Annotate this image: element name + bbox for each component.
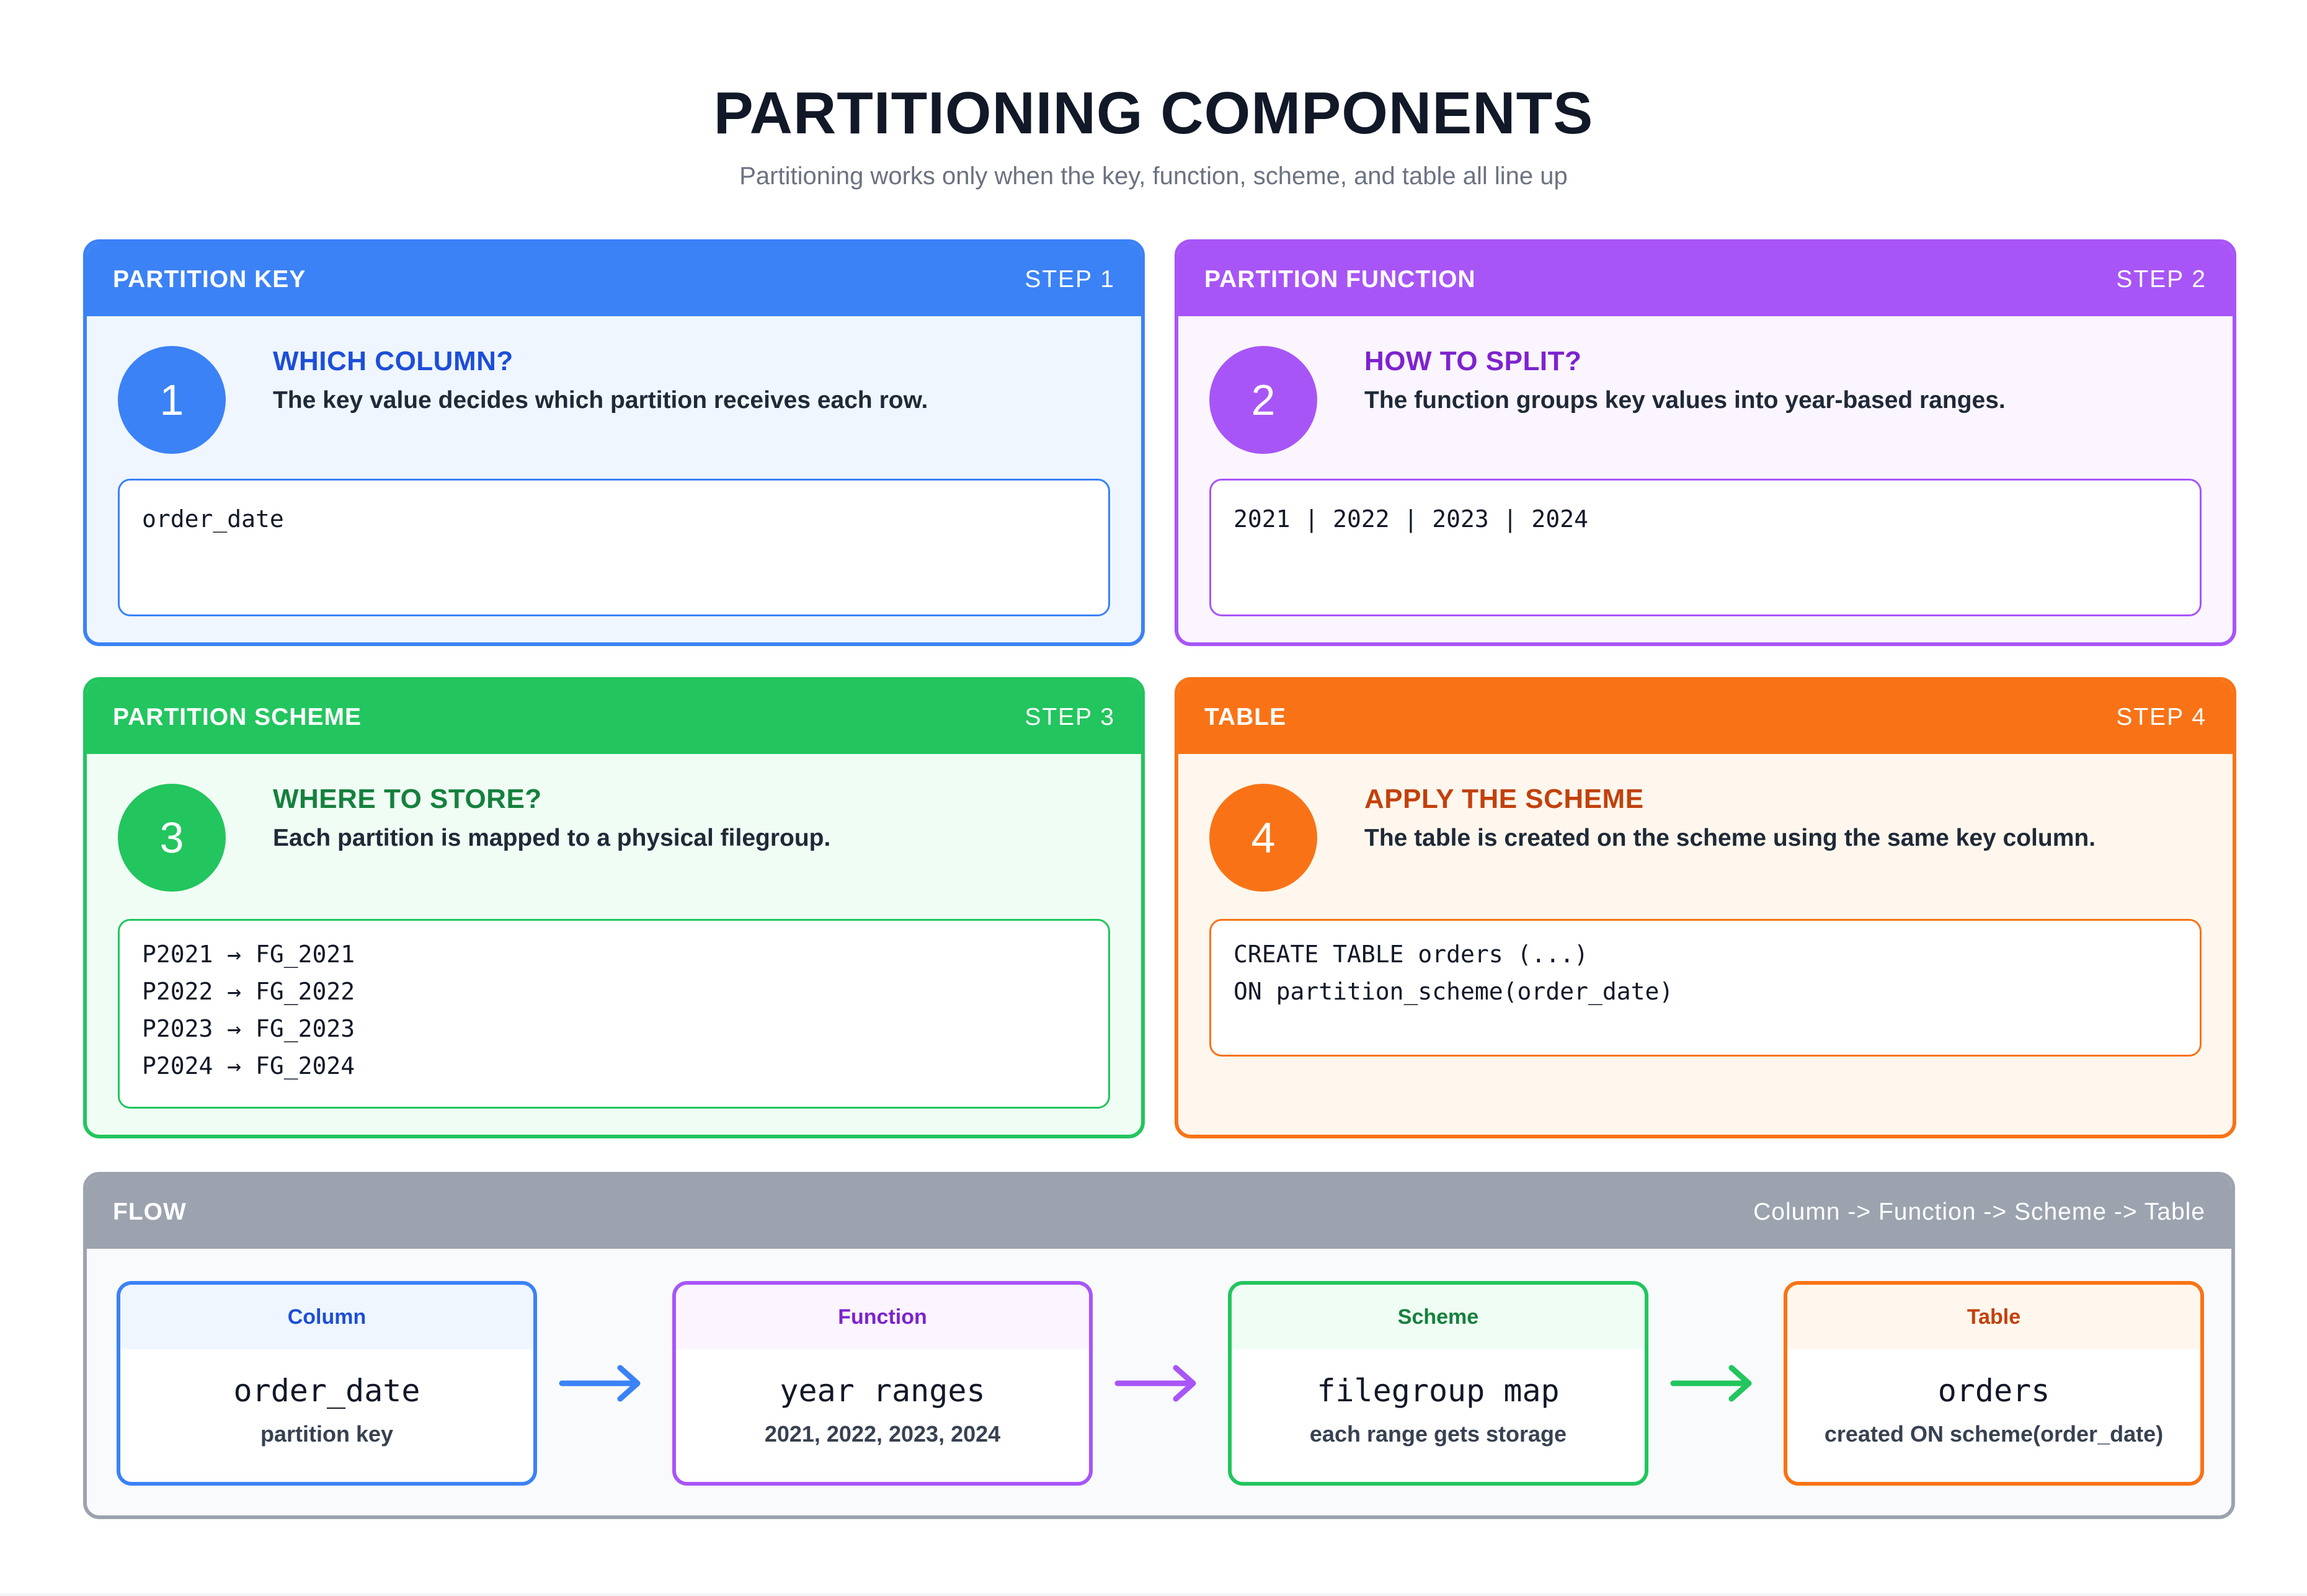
code-block: P2021 → FG_2021 P2022 → FG_2022 P2023 → … [118, 919, 1110, 1109]
flow-step-main: order_date [233, 1373, 420, 1409]
card-description: The function groups key values into year… [1364, 387, 2006, 414]
step-label: STEP 2 [2116, 266, 2207, 293]
card-question: WHICH COLUMN? [273, 346, 513, 376]
partition-scheme-card: PARTITION SCHEME STEP 3 3 WHERE TO STORE… [83, 677, 1145, 1138]
table-card: TABLE STEP 4 4 APPLY THE SCHEME The tabl… [1175, 677, 2236, 1138]
step-number-badge: 1 [118, 346, 226, 454]
step-label: STEP 3 [1025, 704, 1115, 730]
flow-header: FLOW Column -> Function -> Scheme -> Tab… [87, 1176, 2231, 1249]
page-subtitle: Partitioning works only when the key, fu… [739, 162, 1568, 190]
card-question: HOW TO SPLIT? [1364, 346, 1582, 376]
step-number-badge: 4 [1209, 784, 1317, 892]
card-header: PARTITION KEY STEP 1 [87, 243, 1141, 316]
card-description: The table is created on the scheme using… [1364, 825, 2096, 851]
flow-step-table: Table orders created ON scheme(order_dat… [1784, 1281, 2204, 1486]
flow-step-sub: each range gets storage [1309, 1421, 1567, 1447]
step-number-badge: 3 [118, 784, 226, 892]
flow-step-sub: created ON scheme(order_date) [1824, 1421, 2164, 1447]
card-header: PARTITION FUNCTION STEP 2 [1178, 243, 2233, 316]
code-block: order_date [118, 479, 1110, 616]
card-title: TABLE [1204, 704, 1287, 730]
flow-title: FLOW [113, 1199, 187, 1225]
flow-step-scheme: Scheme filegroup map each range gets sto… [1228, 1281, 1648, 1486]
flow-step-column: Column order_date partition key [117, 1281, 537, 1486]
step-number-badge: 2 [1209, 346, 1317, 454]
arrow-right-icon [1114, 1365, 1196, 1402]
flow-step-sub: 2021, 2022, 2023, 2024 [764, 1421, 1001, 1447]
flow-step-label: Table [1787, 1285, 2200, 1349]
card-title: PARTITION FUNCTION [1204, 266, 1476, 293]
flow-step-sub: partition key [260, 1421, 394, 1447]
card-question: APPLY THE SCHEME [1364, 784, 1644, 814]
flow-step-label: Function [676, 1285, 1089, 1349]
step-label: STEP 1 [1025, 266, 1115, 293]
card-description: Each partition is mapped to a physical f… [273, 825, 831, 851]
page-title: PARTITIONING COMPONENTS [713, 80, 1594, 146]
card-header: PARTITION SCHEME STEP 3 [87, 681, 1141, 754]
flow-step-main: filegroup map [1317, 1373, 1560, 1409]
flow-step-function: Function year ranges 2021, 2022, 2023, 2… [672, 1281, 1093, 1486]
card-description: The key value decides which partition re… [273, 387, 928, 414]
arrow-right-icon [559, 1365, 641, 1402]
arrow-right-icon [1670, 1365, 1752, 1402]
code-block: CREATE TABLE orders (...) ON partition_s… [1209, 919, 2202, 1057]
card-header: TABLE STEP 4 [1178, 681, 2233, 754]
card-title: PARTITION KEY [113, 266, 306, 293]
flow-summary: Column -> Function -> Scheme -> Table [1753, 1199, 2205, 1225]
flow-step-main: orders [1937, 1373, 2050, 1409]
card-title: PARTITION SCHEME [113, 704, 362, 730]
partition-key-card: PARTITION KEY STEP 1 1 WHICH COLUMN? The… [83, 239, 1145, 646]
partition-function-card: PARTITION FUNCTION STEP 2 2 HOW TO SPLIT… [1175, 239, 2236, 646]
footer-divider [0, 1594, 2307, 1596]
step-label: STEP 4 [2116, 704, 2207, 730]
flow-panel: FLOW Column -> Function -> Scheme -> Tab… [83, 1172, 2235, 1519]
card-question: WHERE TO STORE? [273, 784, 542, 814]
flow-step-main: year ranges [780, 1373, 985, 1409]
code-block: 2021 | 2022 | 2023 | 2024 [1209, 479, 2202, 616]
flow-step-label: Column [120, 1285, 533, 1349]
flow-step-label: Scheme [1232, 1285, 1645, 1349]
